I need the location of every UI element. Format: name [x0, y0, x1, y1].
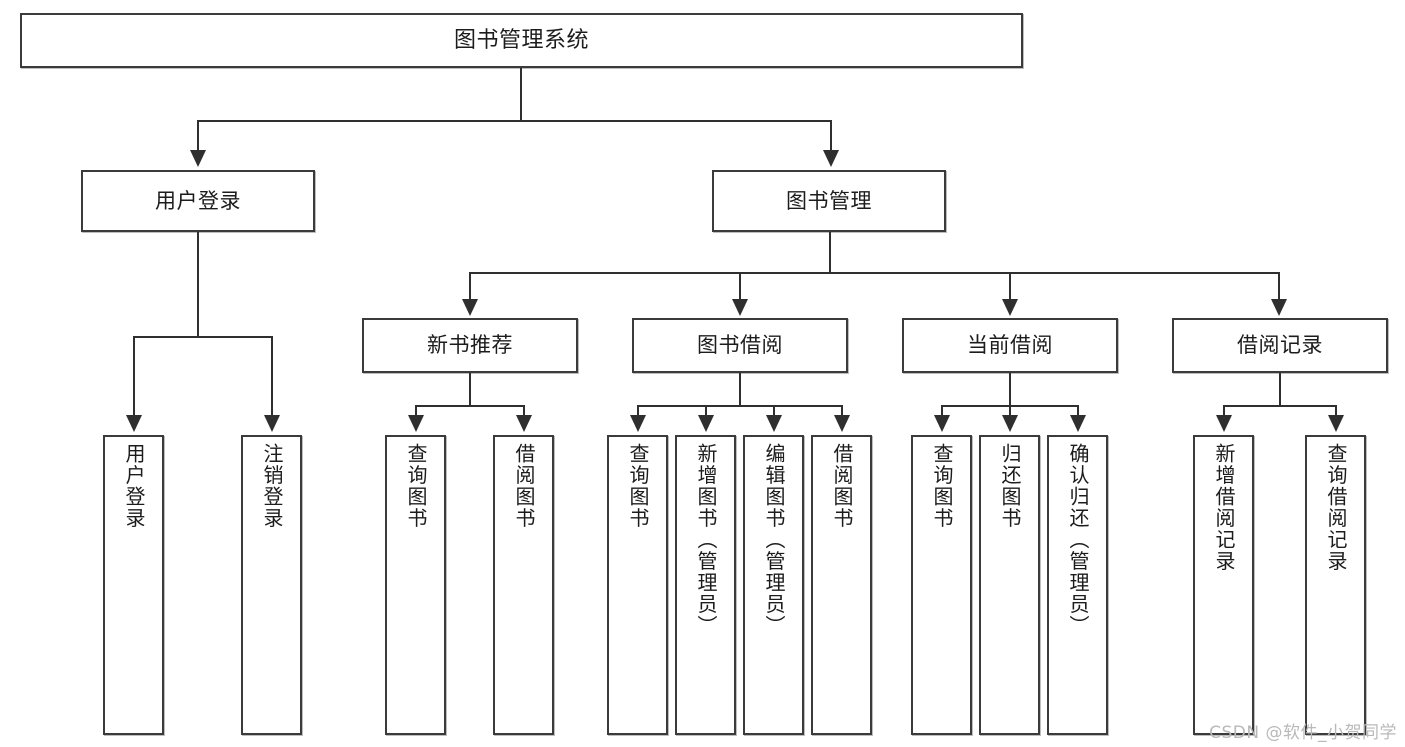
node-label: 新增借阅记录 [1212, 443, 1236, 572]
leaf-query-book-current[interactable]: 查询图书 [911, 435, 972, 735]
connector-book-mgmt-stem [829, 232, 831, 273]
connector-root-bus [197, 120, 832, 122]
leaf-borrow-book[interactable]: 借阅图书 [811, 435, 872, 735]
node-label: 查询借阅记录 [1324, 443, 1348, 572]
leaf-query-book-recommend[interactable]: 查询图书 [385, 435, 446, 735]
connector-book-borrow-drop-2 [705, 405, 707, 417]
leaf-query-borrow-record[interactable]: 查询借阅记录 [1305, 435, 1366, 735]
leaf-query-book-borrow[interactable]: 查询图书 [607, 435, 668, 735]
node-label: 用户登录 [122, 443, 146, 529]
connector-borrow-record-drop-1 [1223, 405, 1225, 417]
connector-user-login-stem [197, 232, 199, 337]
arrow-root-to-user-login [190, 150, 206, 167]
connector-book-mgmt-drop-1 [469, 272, 471, 301]
node-user-login[interactable]: 用户登录 [81, 170, 315, 232]
connector-root-to-user-login [197, 120, 199, 152]
connector-current-borrow-drop-3 [1077, 405, 1079, 417]
node-label: 借阅记录 [1237, 333, 1323, 358]
watermark-text: CSDN @软件_小贺同学 [1209, 723, 1397, 743]
node-label: 借阅图书 [512, 443, 536, 529]
node-label: 图书借阅 [697, 333, 783, 358]
node-label: 图书管理系统 [453, 27, 589, 53]
connector-book-borrow-drop-1 [637, 405, 639, 417]
connector-book-borrow-drop-4 [841, 405, 843, 417]
node-label: 查询图书 [626, 443, 650, 529]
node-label: 确认归还（管理员） [1066, 443, 1090, 637]
arrow-book-borrow-leaf-2 [698, 415, 714, 432]
node-borrow-record[interactable]: 借阅记录 [1172, 318, 1388, 373]
connector-user-login-bus [133, 336, 272, 338]
leaf-add-borrow-record[interactable]: 新增借阅记录 [1193, 435, 1254, 735]
arrow-new-book-leaf-2 [516, 415, 532, 432]
node-label: 用户登录 [155, 188, 241, 213]
arrow-current-borrow-leaf-2 [1002, 415, 1018, 432]
node-book-management[interactable]: 图书管理 [712, 170, 946, 232]
connector-user-login-drop-1 [133, 336, 135, 417]
connector-book-mgmt-drop-3 [1009, 272, 1011, 301]
connector-book-mgmt-drop-2 [739, 272, 741, 301]
node-label: 查询图书 [404, 443, 428, 529]
arrow-book-borrow-leaf-4 [834, 415, 850, 432]
arrow-book-mgmt-to-borrow-record [1271, 299, 1287, 316]
arrow-new-book-leaf-1 [408, 415, 424, 432]
arrow-book-borrow-leaf-3 [766, 415, 782, 432]
connector-user-login-drop-2 [271, 336, 273, 417]
leaf-user-login[interactable]: 用户登录 [103, 435, 164, 735]
connector-root-stem [520, 68, 522, 121]
node-label: 新书推荐 [427, 333, 513, 358]
arrow-book-borrow-leaf-1 [630, 415, 646, 432]
leaf-confirm-return-admin[interactable]: 确认归还（管理员） [1047, 435, 1108, 735]
leaf-add-book-admin[interactable]: 新增图书（管理员） [675, 435, 736, 735]
connector-root-to-book-mgmt [830, 120, 832, 152]
connector-current-borrow-drop-2 [1009, 405, 1011, 417]
arrow-current-borrow-leaf-1 [934, 415, 950, 432]
connector-new-book-stem [469, 373, 471, 406]
connector-book-borrow-stem [739, 373, 741, 406]
connector-borrow-record-stem [1279, 373, 1281, 406]
arrow-user-login-leaf-1 [126, 415, 142, 432]
connector-borrow-record-bus [1223, 405, 1337, 407]
node-label: 归还图书 [998, 443, 1022, 529]
connector-borrow-record-drop-2 [1335, 405, 1337, 417]
connector-book-borrow-bus [637, 405, 843, 407]
node-label: 图书管理 [786, 188, 872, 213]
connector-book-mgmt-bus [469, 272, 1279, 274]
leaf-logout[interactable]: 注销登录 [241, 435, 302, 735]
node-label: 新增图书（管理员） [694, 443, 718, 637]
node-label: 查询图书 [930, 443, 954, 529]
connector-current-borrow-stem [1009, 373, 1011, 406]
arrow-current-borrow-leaf-3 [1070, 415, 1086, 432]
connector-new-book-bus [415, 405, 525, 407]
node-root-system[interactable]: 图书管理系统 [20, 13, 1023, 68]
node-book-borrow[interactable]: 图书借阅 [632, 318, 848, 373]
connector-current-borrow-drop-1 [941, 405, 943, 417]
arrow-root-to-book-mgmt [823, 150, 839, 167]
arrow-borrow-record-leaf-2 [1328, 415, 1344, 432]
node-label: 编辑图书（管理员） [762, 443, 786, 637]
connector-new-book-drop-1 [415, 405, 417, 417]
leaf-return-book[interactable]: 归还图书 [979, 435, 1040, 735]
connector-new-book-drop-2 [523, 405, 525, 417]
arrow-borrow-record-leaf-1 [1216, 415, 1232, 432]
node-current-borrow[interactable]: 当前借阅 [902, 318, 1118, 373]
node-new-book-recommend[interactable]: 新书推荐 [362, 318, 578, 373]
arrow-user-login-leaf-2 [264, 415, 280, 432]
arrow-book-mgmt-to-current-borrow [1002, 299, 1018, 316]
node-label: 当前借阅 [967, 333, 1053, 358]
leaf-edit-book-admin[interactable]: 编辑图书（管理员） [743, 435, 804, 735]
leaf-borrow-book-recommend[interactable]: 借阅图书 [493, 435, 554, 735]
arrow-book-mgmt-to-new-book [462, 299, 478, 316]
node-label: 借阅图书 [830, 443, 854, 529]
connector-book-borrow-drop-3 [773, 405, 775, 417]
arrow-book-mgmt-to-book-borrow [732, 299, 748, 316]
connector-book-mgmt-drop-4 [1278, 272, 1280, 301]
node-label: 注销登录 [260, 443, 284, 529]
